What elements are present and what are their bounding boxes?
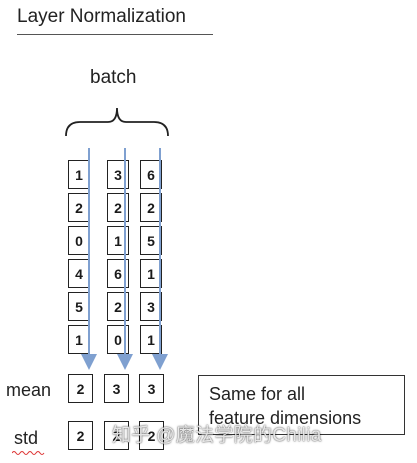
spellcheck-squiggle	[12, 451, 45, 455]
mean-cell: 3	[104, 374, 129, 403]
page-title: Layer Normalization	[17, 6, 186, 27]
cell: 2	[107, 292, 129, 321]
std-cell: 2	[139, 421, 164, 450]
cell: 2	[140, 193, 162, 222]
batch-label: batch	[90, 67, 137, 88]
std-cell: 2	[68, 421, 93, 450]
cell: 5	[140, 226, 162, 255]
cell: 3	[140, 292, 162, 321]
mean-cell: 2	[68, 374, 93, 403]
cell: 6	[107, 259, 129, 288]
batch-brace	[65, 107, 169, 137]
batch-column-1: 1 2 0 4 5 1	[68, 160, 92, 358]
std-cell: 2	[104, 421, 129, 450]
note-line-2: feature dimensions	[209, 408, 362, 428]
cell: 1	[140, 325, 162, 354]
cell: 2	[107, 193, 129, 222]
title-underline	[17, 34, 213, 35]
cell: 1	[140, 259, 162, 288]
note-box: Same for all feature dimensions	[198, 375, 405, 435]
mean-cell: 3	[139, 374, 164, 403]
cell: 1	[107, 226, 129, 255]
std-label: std	[14, 428, 39, 448]
cell: 0	[107, 325, 129, 354]
batch-column-3: 6 2 5 1 3 1	[140, 160, 164, 358]
note-line-1: Same for all	[209, 384, 306, 404]
cell: 6	[140, 160, 162, 189]
watermark: 知乎 @魔法学院的Chilia	[112, 425, 322, 446]
batch-column-2: 3 2 1 6 2 0	[107, 160, 131, 358]
mean-label: mean	[6, 380, 52, 400]
cell: 3	[107, 160, 129, 189]
